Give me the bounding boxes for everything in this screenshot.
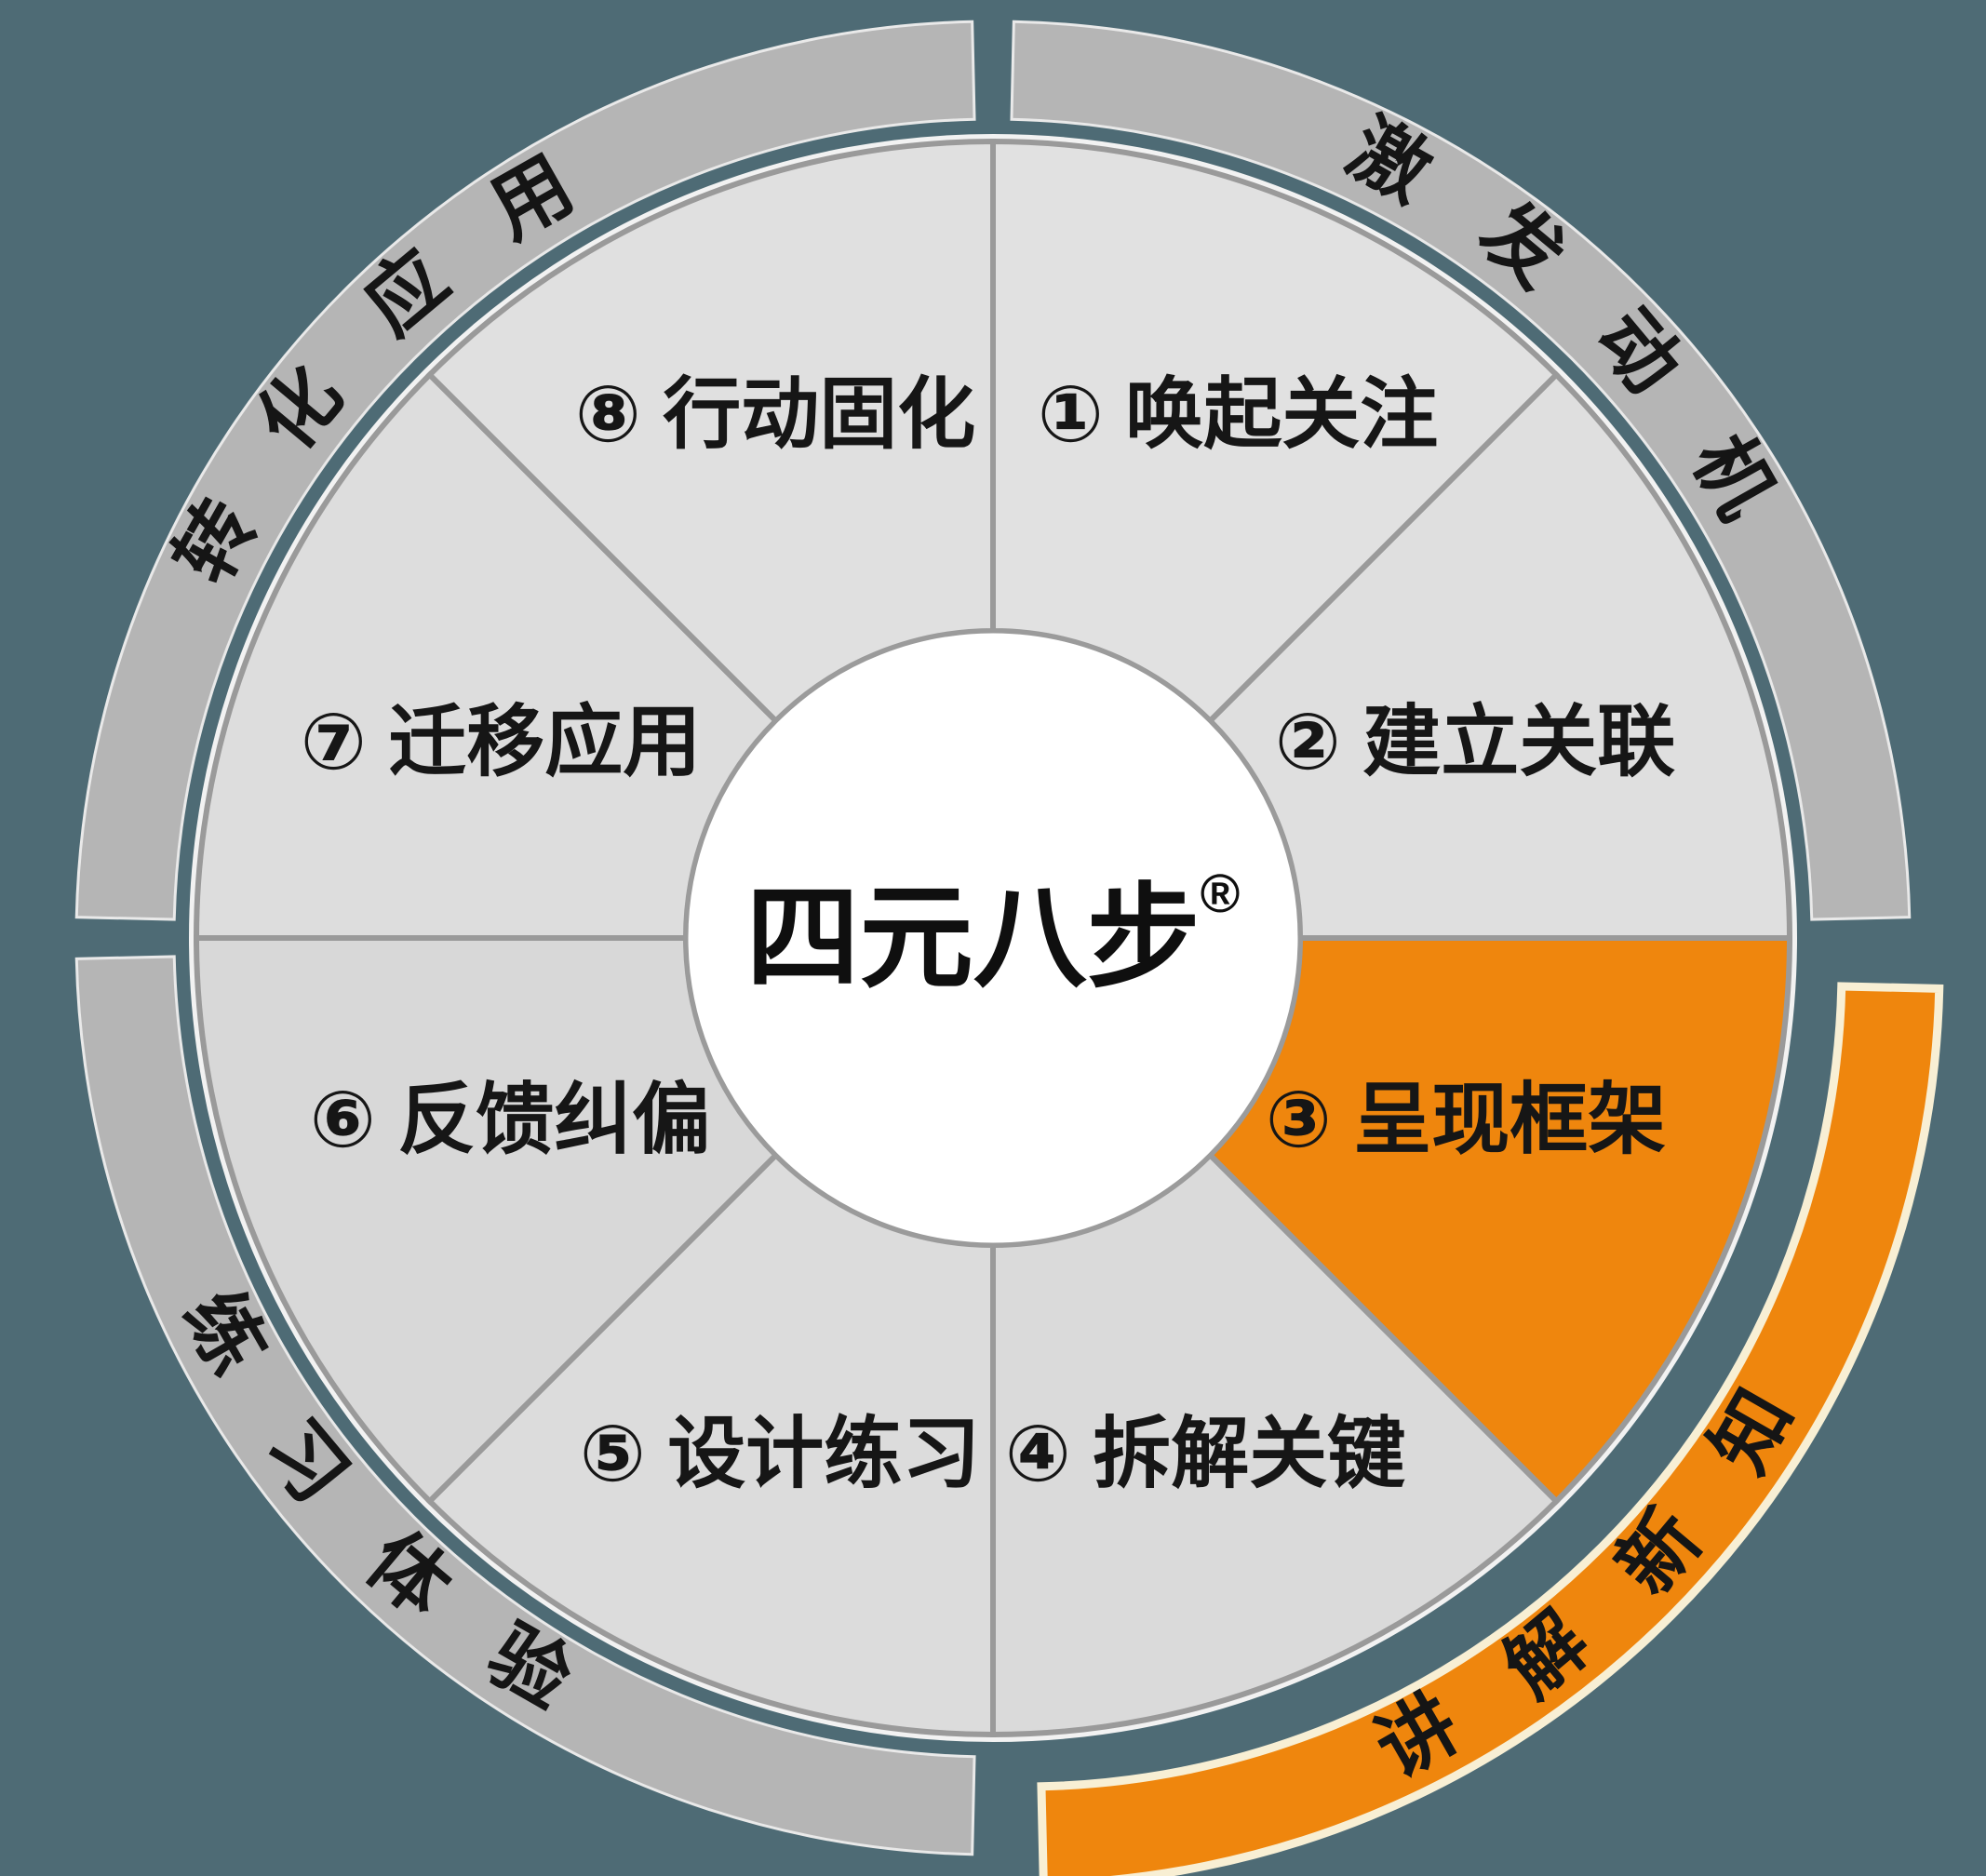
step-label-8: ⑧ 行动固化	[575, 370, 975, 458]
step-label-7: ⑦ 迁移应用	[301, 698, 701, 785]
registered-trademark-symbol: ®	[1201, 864, 1241, 924]
phase-arc-top-right	[1010, 20, 1912, 921]
step-label-6: ⑥ 反馈纠偏	[310, 1076, 710, 1163]
wheel-halo	[189, 134, 1797, 1742]
step-label-2: ② 建立关联	[1275, 698, 1675, 785]
center-title: 四元八步®	[746, 864, 1241, 1002]
center-hub-circle	[683, 628, 1303, 1248]
step-label-4: ④ 拆解关键	[1005, 1410, 1405, 1497]
step-label-5: ⑤ 设计练习	[580, 1410, 980, 1497]
center-title-text: 四元八步	[746, 875, 1201, 1001]
phase-arc-bottom-right	[1037, 982, 1944, 1876]
step-label-3: ③ 呈现框架	[1266, 1076, 1666, 1163]
phase-ring	[74, 20, 1944, 1876]
step-label-1: ① 唤起关注	[1038, 370, 1438, 458]
phase-arc-top-left	[74, 20, 976, 921]
phase-arc-bottom-left	[74, 955, 976, 1856]
